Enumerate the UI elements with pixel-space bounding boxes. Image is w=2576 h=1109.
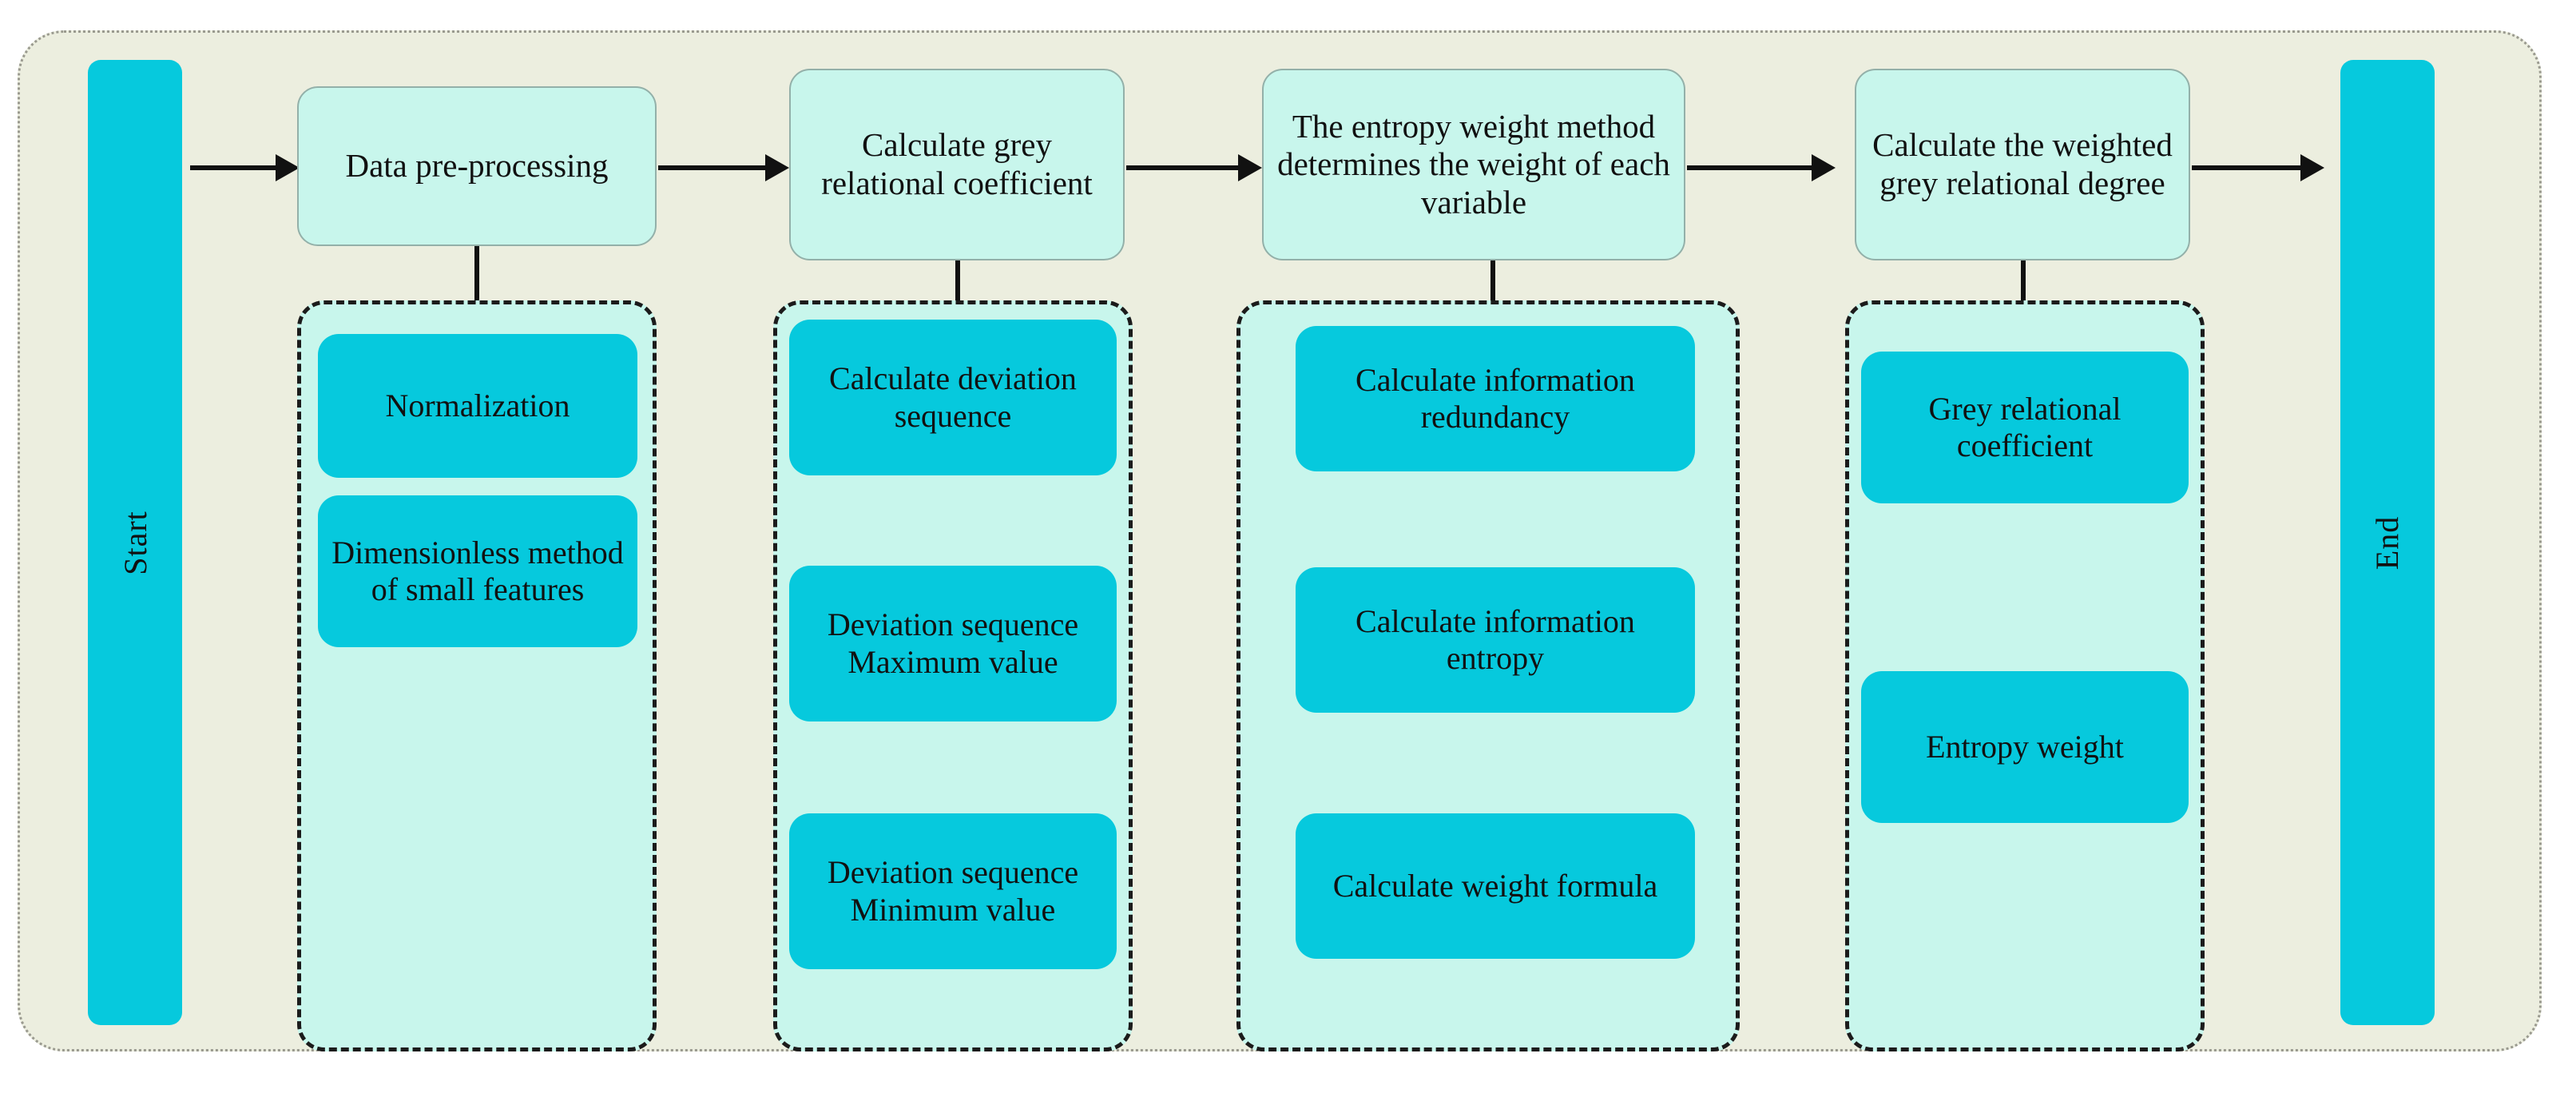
- stage-2-step-3-label: Deviation sequence Minimum value: [827, 854, 1079, 928]
- stage-1-step-1[interactable]: Normalization: [318, 334, 637, 478]
- arrow-stage-4-to-end-line: [2192, 165, 2304, 170]
- connector-stage-2-vertical: [955, 260, 960, 300]
- connector-stage-4-vertical: [2021, 260, 2026, 300]
- stage-4-step-1-label: Grey relational coefficient: [1928, 390, 2122, 463]
- stage-4-step-1[interactable]: Grey relational coefficient: [1861, 352, 2189, 503]
- stage-header-3[interactable]: The entropy weight method determines the…: [1262, 69, 1685, 260]
- stage-header-3-label: The entropy weight method determines the…: [1277, 107, 1670, 221]
- start-terminal-label: Start: [117, 510, 153, 575]
- stage-2-step-2[interactable]: Deviation sequence Maximum value: [789, 566, 1117, 721]
- stage-header-1[interactable]: Data pre-processing: [297, 86, 657, 246]
- arrow-stage-2-to-stage-3-head: [1238, 154, 1262, 181]
- stage-1-step-2-label: Dimensionless method of small features: [331, 534, 624, 607]
- stage-1-step-2[interactable]: Dimensionless method of small features: [318, 495, 637, 647]
- connector-stage-3-vertical: [1490, 260, 1495, 300]
- stage-3-step-3-label: Calculate weight formula: [1332, 867, 1658, 904]
- end-terminal-label: End: [2369, 515, 2406, 570]
- stage-2-step-1[interactable]: Calculate deviation sequence: [789, 320, 1117, 475]
- arrow-start-to-stage-1-head: [276, 154, 300, 181]
- stage-4-step-2[interactable]: Entropy weight: [1861, 671, 2189, 823]
- stage-2-step-3[interactable]: Deviation sequence Minimum value: [789, 813, 1117, 969]
- stage-1-step-1-label: Normalization: [385, 387, 570, 423]
- stage-4-step-2-label: Entropy weight: [1926, 728, 2124, 765]
- stage-2-step-1-label: Calculate deviation sequence: [829, 360, 1077, 434]
- arrow-start-to-stage-1-line: [190, 165, 278, 170]
- stage-3-step-1-label: Calculate information redundancy: [1355, 361, 1635, 435]
- arrow-stage-1-to-stage-2-head: [765, 154, 789, 181]
- arrow-stage-4-to-end-head: [2300, 154, 2324, 181]
- stage-header-2-label: Calculate grey relational coefficient: [821, 126, 1093, 201]
- stage-3-step-2-label: Calculate information entropy: [1355, 602, 1635, 676]
- start-terminal[interactable]: Start: [88, 60, 182, 1025]
- stage-header-4-label: Calculate the weighted grey relational d…: [1872, 126, 2173, 201]
- arrow-stage-1-to-stage-2-line: [658, 165, 770, 170]
- arrow-stage-2-to-stage-3-line: [1126, 165, 1242, 170]
- stage-2-step-2-label: Deviation sequence Maximum value: [827, 606, 1079, 680]
- stage-header-1-label: Data pre-processing: [345, 147, 609, 185]
- arrow-stage-3-to-stage-4-head: [1812, 154, 1836, 181]
- stage-header-4[interactable]: Calculate the weighted grey relational d…: [1855, 69, 2190, 260]
- stage-3-step-1[interactable]: Calculate information redundancy: [1296, 326, 1695, 471]
- connector-stage-1-vertical: [474, 246, 479, 300]
- stage-3-step-3[interactable]: Calculate weight formula: [1296, 813, 1695, 959]
- end-terminal[interactable]: End: [2340, 60, 2435, 1025]
- arrow-stage-3-to-stage-4-line: [1687, 165, 1815, 170]
- stage-header-2[interactable]: Calculate grey relational coefficient: [789, 69, 1125, 260]
- stage-3-step-2[interactable]: Calculate information entropy: [1296, 567, 1695, 713]
